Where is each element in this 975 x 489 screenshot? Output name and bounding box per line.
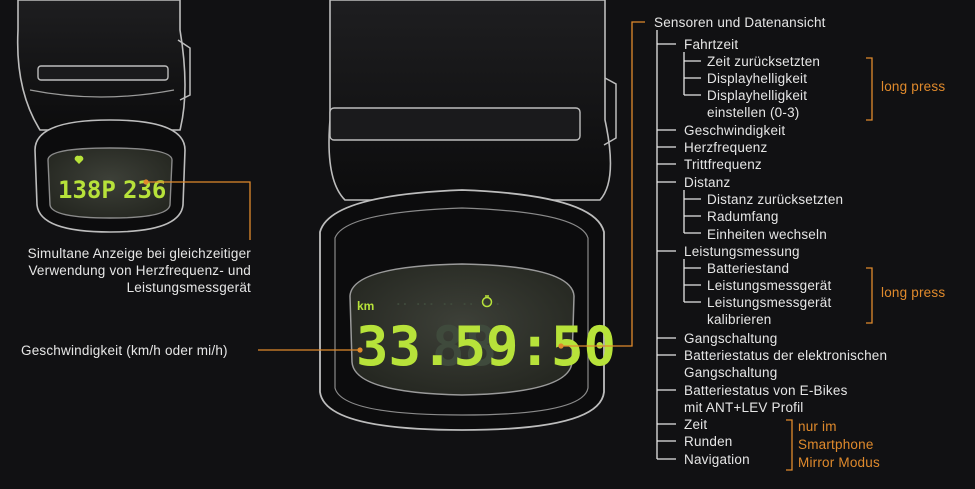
svg-text:·· ··· ·· ·· ···: ·· ··· ·· ·· ···: [395, 298, 501, 311]
small-device: 138P 236: [16, 0, 191, 233]
tree-item-leistungsmessgeraet-kalibrieren: Leistungsmessgerät: [707, 295, 832, 310]
tree-item-einheiten-wechseln: Einheiten wechseln: [707, 227, 827, 242]
small-display-left-value: 138P: [58, 176, 116, 204]
tree-item-batteriestatus-ebikes: Batteriestatus von E-Bikes: [684, 383, 848, 398]
tree-item-distanz-zuruecksetzten: Distanz zurücksetzten: [707, 192, 844, 207]
tree-item-zeit-zuruecksetzten: Zeit zurücksetzten: [707, 54, 821, 69]
long-press-label-2: long press: [881, 285, 946, 300]
long-press-label-1: long press: [881, 79, 946, 94]
tree-item-distanz: Distanz: [684, 175, 731, 190]
mirror-mode-line-3: Mirror Modus: [798, 455, 880, 470]
simultaneous-caption-line-2: Verwendung von Herzfrequenz- und: [28, 263, 251, 278]
tree-item-zeit: Zeit: [684, 417, 708, 432]
tree-item-trittfrequenz: Trittfrequenz: [684, 157, 762, 172]
tree-item-batteriestatus-ebikes-line-2: mit ANT+LEV Profil: [684, 400, 804, 415]
tree-item-radumfang: Radumfang: [707, 209, 779, 224]
tree-item-displayhelligkeit: Displayhelligkeit: [707, 71, 808, 86]
tree-root: Sensoren und Datenansicht: [654, 15, 826, 30]
svg-text:88: 88: [432, 315, 497, 378]
tree-item-batteriestatus-elektronisch: Batteriestatus der elektronischen: [684, 348, 888, 363]
tree-item-leistungsmessung: Leistungsmessung: [684, 244, 800, 259]
simultaneous-caption-line-1: Simultane Anzeige bei gleichzeitiger: [27, 246, 251, 261]
big-display-unit: km: [357, 299, 374, 313]
tree-item-batteriestatus-elektronisch-line-2: Gangschaltung: [684, 365, 778, 380]
callout-lines: [146, 21, 873, 471]
tree-item-herzfrequenz: Herzfrequenz: [684, 140, 768, 155]
tree-lines: [656, 30, 701, 460]
big-device: ·· ··· ·· ·· ··· km 88 33.5 9:50: [319, 0, 617, 431]
mirror-mode-line-1: nur im: [798, 419, 837, 434]
tree-item-runden: Runden: [684, 434, 733, 449]
speed-caption: Geschwindigkeit (km/h oder mi/h): [21, 343, 228, 358]
tree-item-gangschaltung: Gangschaltung: [684, 331, 778, 346]
tree-item-displayhelligkeit-einstellen-line-2: einstellen (0-3): [707, 105, 800, 120]
big-display-speed: 33.5: [356, 315, 486, 378]
simultaneous-display-caption: Simultane Anzeige bei gleichzeitiger Ver…: [0, 245, 251, 296]
simultaneous-caption-line-3: Leistungsmessgerät: [126, 280, 251, 295]
tree-item-geschwindigkeit: Geschwindigkeit: [684, 123, 786, 138]
tree-item-batteriestand: Batteriestand: [707, 261, 790, 276]
mirror-mode-line-2: Smartphone: [798, 437, 874, 452]
tree-item-leistungsmessgeraet-kalibrieren-line-2: kalibrieren: [707, 312, 772, 327]
tree-item-leistungsmessgeraet: Leistungsmessgerät: [707, 278, 832, 293]
tree-item-fahrtzeit: Fahrtzeit: [684, 37, 739, 52]
tree-item-navigation: Navigation: [684, 452, 750, 467]
tree-item-displayhelligkeit-einstellen: Displayhelligkeit: [707, 88, 808, 103]
